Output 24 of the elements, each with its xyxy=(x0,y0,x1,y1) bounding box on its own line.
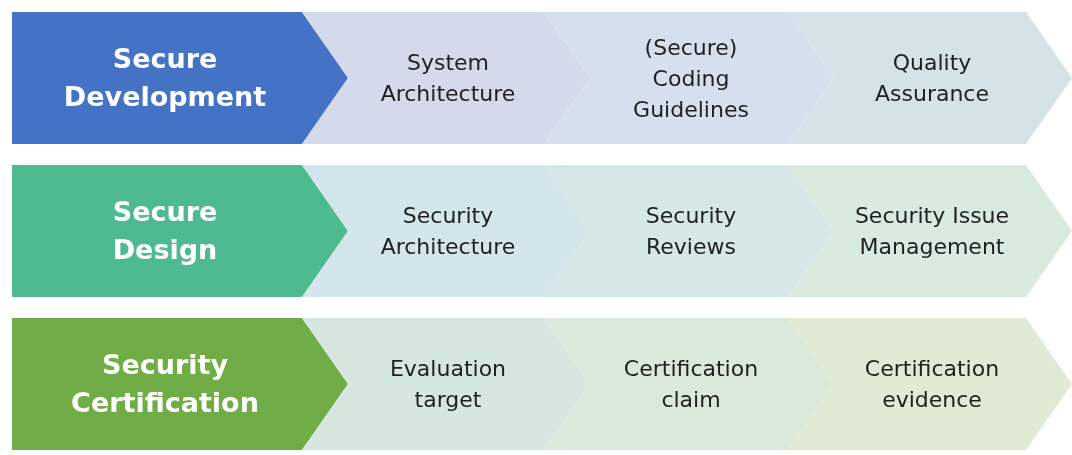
phase-title: Secure Design xyxy=(111,195,219,267)
step-label: Security Reviews xyxy=(644,202,738,261)
phase-title: Security Certification xyxy=(70,348,260,420)
phase-step xyxy=(12,318,348,450)
process-step xyxy=(544,318,834,450)
step-label: Quality Assurance xyxy=(874,49,990,108)
phase-step xyxy=(12,12,348,144)
process-step xyxy=(544,12,834,144)
process-step xyxy=(302,12,590,144)
phase-step xyxy=(12,165,348,297)
process-step xyxy=(544,165,834,297)
step-label: Security Issue Management xyxy=(853,202,1011,261)
process-step xyxy=(788,12,1072,144)
step-label: Security Architecture xyxy=(379,202,517,261)
step-label: Evaluation target xyxy=(388,355,508,414)
step-label: Certification claim xyxy=(622,355,760,414)
step-label: Certification evidence xyxy=(863,355,1001,414)
process-step xyxy=(302,318,590,450)
process-step xyxy=(788,318,1072,450)
process-step xyxy=(788,165,1072,297)
phase-title: Secure Development xyxy=(62,42,268,114)
step-label: (Secure) Coding Guidelines xyxy=(632,33,750,124)
process-step xyxy=(302,165,590,297)
step-label: System Architecture xyxy=(379,49,517,108)
